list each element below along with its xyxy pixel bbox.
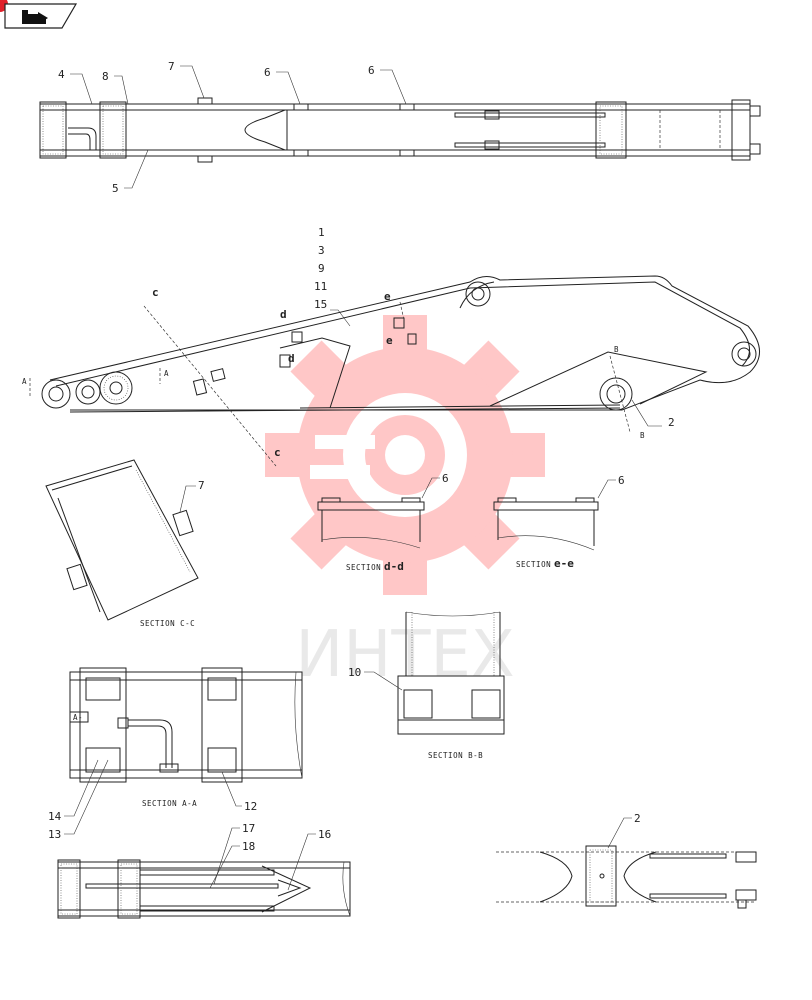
callout-5: 5 xyxy=(112,182,119,195)
callout-8: 8 xyxy=(102,70,109,83)
section-mark-c-top: c xyxy=(152,286,159,299)
watermark-text: ИНТЕХ xyxy=(295,618,514,692)
section-d-d-prefix: SECTION xyxy=(346,563,381,572)
back-button[interactable] xyxy=(0,0,78,29)
callout-7: 7 xyxy=(168,60,175,73)
section-mark-e1: e xyxy=(384,290,391,303)
section-e-e-mark: e-e xyxy=(554,557,574,570)
callout-6b: 6 xyxy=(368,64,375,77)
bottom-view: 17 18 16 xyxy=(57,822,351,919)
callout-17: 17 xyxy=(242,822,255,835)
watermark-gear-icon xyxy=(265,315,545,595)
section-mark-e2: e xyxy=(386,334,393,347)
top-view: 4 8 7 6 6 5 xyxy=(39,60,761,195)
section-d-d-mark: d-d xyxy=(384,560,404,573)
callout-13: 13 xyxy=(48,828,61,841)
callout-2-detail: 2 xyxy=(634,812,641,825)
callout-9: 9 xyxy=(318,262,325,275)
callout-18: 18 xyxy=(242,840,255,853)
section-mark-b1: B xyxy=(614,345,619,354)
section-b-b-title: SECTION B-B xyxy=(428,751,483,760)
callout-10: 10 xyxy=(348,666,361,679)
callout-6-ee: 6 xyxy=(618,474,625,487)
watermark: ИНТЕХ xyxy=(265,315,545,692)
callout-16: 16 xyxy=(318,828,331,841)
callout-14: 14 xyxy=(48,810,62,823)
callout-11: 11 xyxy=(314,280,327,293)
callout-2-side: 2 xyxy=(668,416,675,429)
callout-7-cc: 7 xyxy=(198,479,205,492)
section-mark-d1: d xyxy=(280,308,287,321)
section-c-c: 7 SECTION C-C xyxy=(45,459,205,628)
section-d-d: 6 SECTION d-d xyxy=(317,472,449,573)
section-mark-b2: B xyxy=(640,431,645,440)
section-c-c-title: SECTION C-C xyxy=(140,619,195,628)
callout-6-dd: 6 xyxy=(442,472,449,485)
back-arrow-icon xyxy=(22,10,48,24)
section-mark-d2: d xyxy=(288,352,295,365)
section-a-a-tag: A- xyxy=(73,713,83,722)
section-a-a-title: SECTION A-A xyxy=(142,799,197,808)
section-mark-c-bottom: c xyxy=(274,446,281,459)
section-e-e: 6 SECTION e-e xyxy=(493,474,625,570)
callout-3: 3 xyxy=(318,244,325,257)
detail-right: 2 xyxy=(496,812,757,909)
section-mark-a1: A xyxy=(22,377,27,386)
callout-6a: 6 xyxy=(264,66,271,79)
section-a-a: A- 14 13 12 SECTION A-A xyxy=(48,667,303,841)
side-view: 1 3 9 11 15 c c xyxy=(22,226,760,467)
callout-4: 4 xyxy=(58,68,65,81)
section-b-b: 10 SECTION B-B xyxy=(348,611,505,760)
callout-12: 12 xyxy=(244,800,257,813)
section-e-e-prefix: SECTION xyxy=(516,560,551,569)
callout-1: 1 xyxy=(318,226,325,239)
section-mark-a2: A xyxy=(164,369,169,378)
callout-15: 15 xyxy=(314,298,327,311)
